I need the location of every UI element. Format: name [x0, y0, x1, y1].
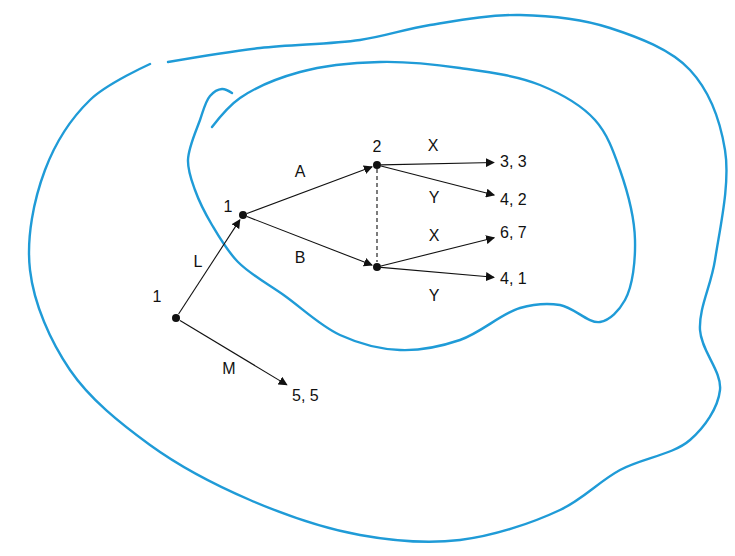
move-label: A — [294, 163, 307, 181]
move-label: Y — [428, 189, 441, 207]
payoff: 4, 2 — [500, 191, 527, 209]
move-label: X — [428, 227, 441, 245]
move-label: Y — [428, 287, 441, 305]
move-label: X — [427, 137, 440, 155]
decision-node: 1 — [172, 314, 180, 322]
move-label: L — [193, 253, 204, 271]
payoff-node: 6, 7 — [500, 224, 527, 242]
player-label: 1 — [224, 198, 233, 216]
payoff: 6, 7 — [500, 224, 527, 242]
move-arrow — [381, 267, 494, 277]
move-arrow — [247, 217, 372, 266]
player-label: 1 — [153, 288, 162, 306]
payoff-node: 4, 1 — [500, 270, 527, 288]
decision-node: 1 — [239, 211, 247, 219]
information-set-line — [376, 169, 377, 262]
move-arrow — [180, 320, 287, 384]
payoff-node: 3, 3 — [500, 153, 527, 171]
move-label: B — [294, 249, 307, 267]
payoff-node: 4, 2 — [500, 191, 527, 209]
move-arrow — [179, 220, 240, 314]
subgame-outline — [29, 15, 726, 542]
decision-node — [373, 263, 381, 271]
decision-node: 2 — [373, 161, 381, 169]
payoff: 3, 3 — [500, 153, 527, 171]
subgame-outline — [188, 62, 635, 350]
player-label: 2 — [373, 138, 382, 156]
move-arrow — [381, 162, 494, 164]
payoff: 4, 1 — [500, 270, 527, 288]
move-label: M — [221, 360, 236, 378]
payoff: 5, 5 — [292, 387, 319, 405]
payoff-node: 5, 5 — [292, 387, 319, 405]
move-arrow — [247, 167, 372, 214]
